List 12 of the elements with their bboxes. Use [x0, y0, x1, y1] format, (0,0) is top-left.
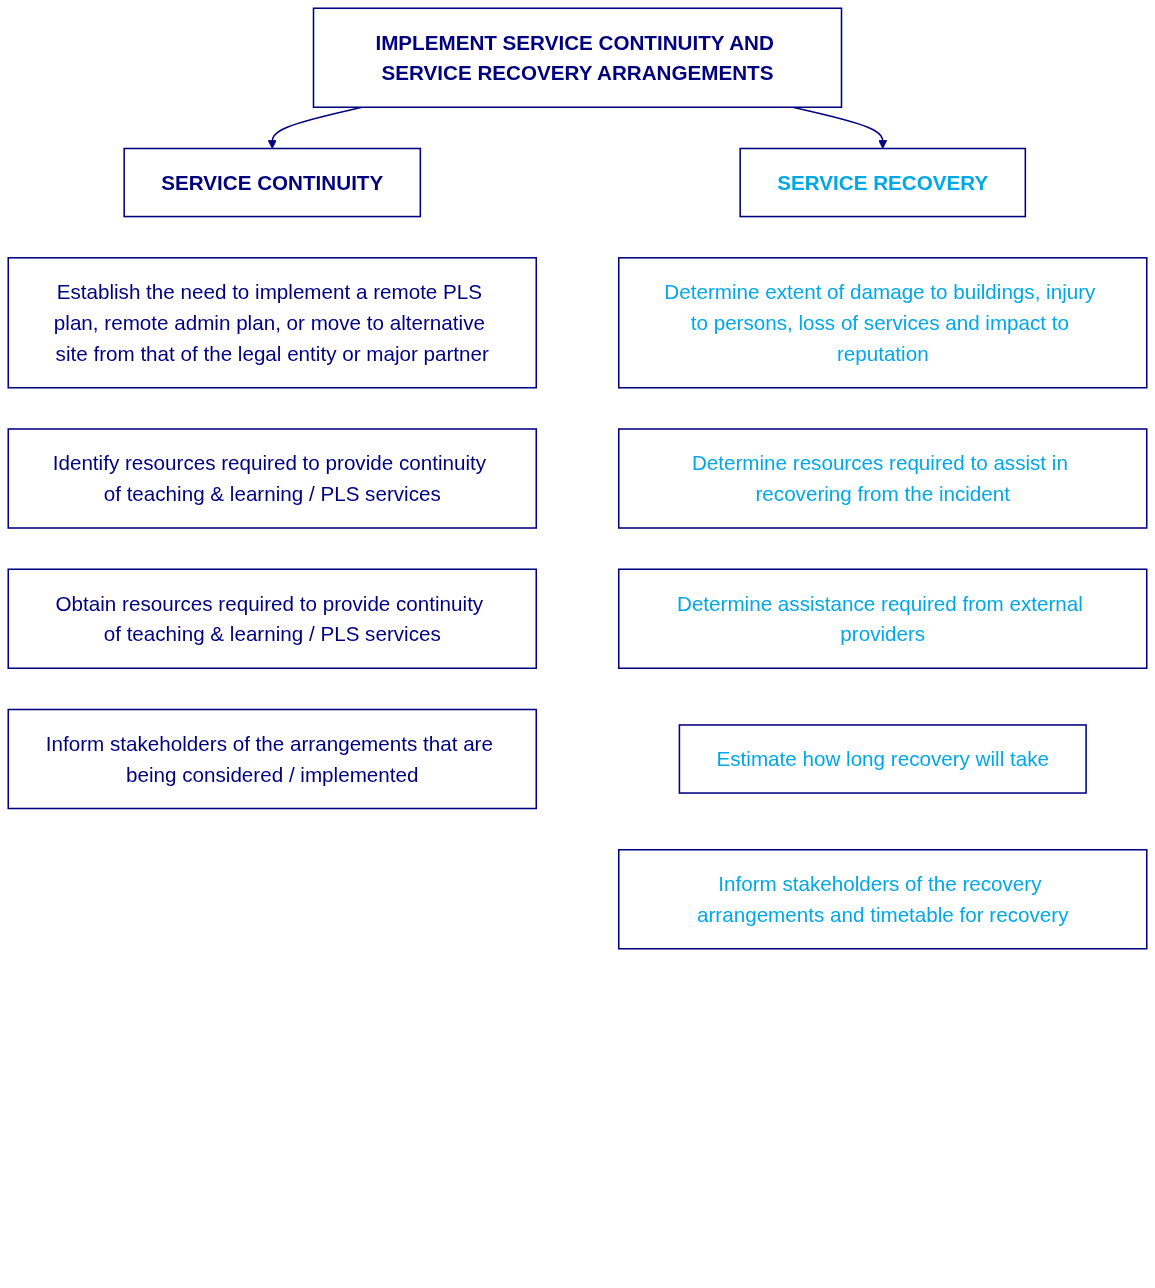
node-box: SERVICE RECOVERY: [739, 147, 1027, 218]
node-box: Identify resources required to provide continuity of teaching & learning / PLS services: [7, 428, 538, 529]
node-box: Determine resources required to assist in recovering from the incident: [617, 428, 1148, 529]
node-box: Determine assistance required from external providers: [617, 568, 1148, 670]
node-box: Inform stakeholders of the arrangements that are being considered / implemented: [7, 708, 538, 810]
node-box: SERVICE CONTINUITY: [123, 147, 422, 218]
node-box: Obtain resources required to provide continuity of teaching & learning / PLS services: [7, 568, 538, 670]
node-box: IMPLEMENT SERVICE CONTINUITY AND SERVICE RECOVERY ARRANGEMENTS: [312, 7, 843, 109]
node-box: Estimate how long recovery will take: [678, 724, 1087, 794]
node-box: Establish the need to implement a remote PLS plan, remote admin plan, or move to alternative site from that of the legal entity or major partner: [7, 257, 538, 389]
node-box: Inform stakeholders of the recovery arrangements and timetable for recovery: [617, 848, 1148, 950]
node-box: Determine extent of damage to buildings, injury to persons, loss of services and impact to reputation: [617, 257, 1148, 389]
